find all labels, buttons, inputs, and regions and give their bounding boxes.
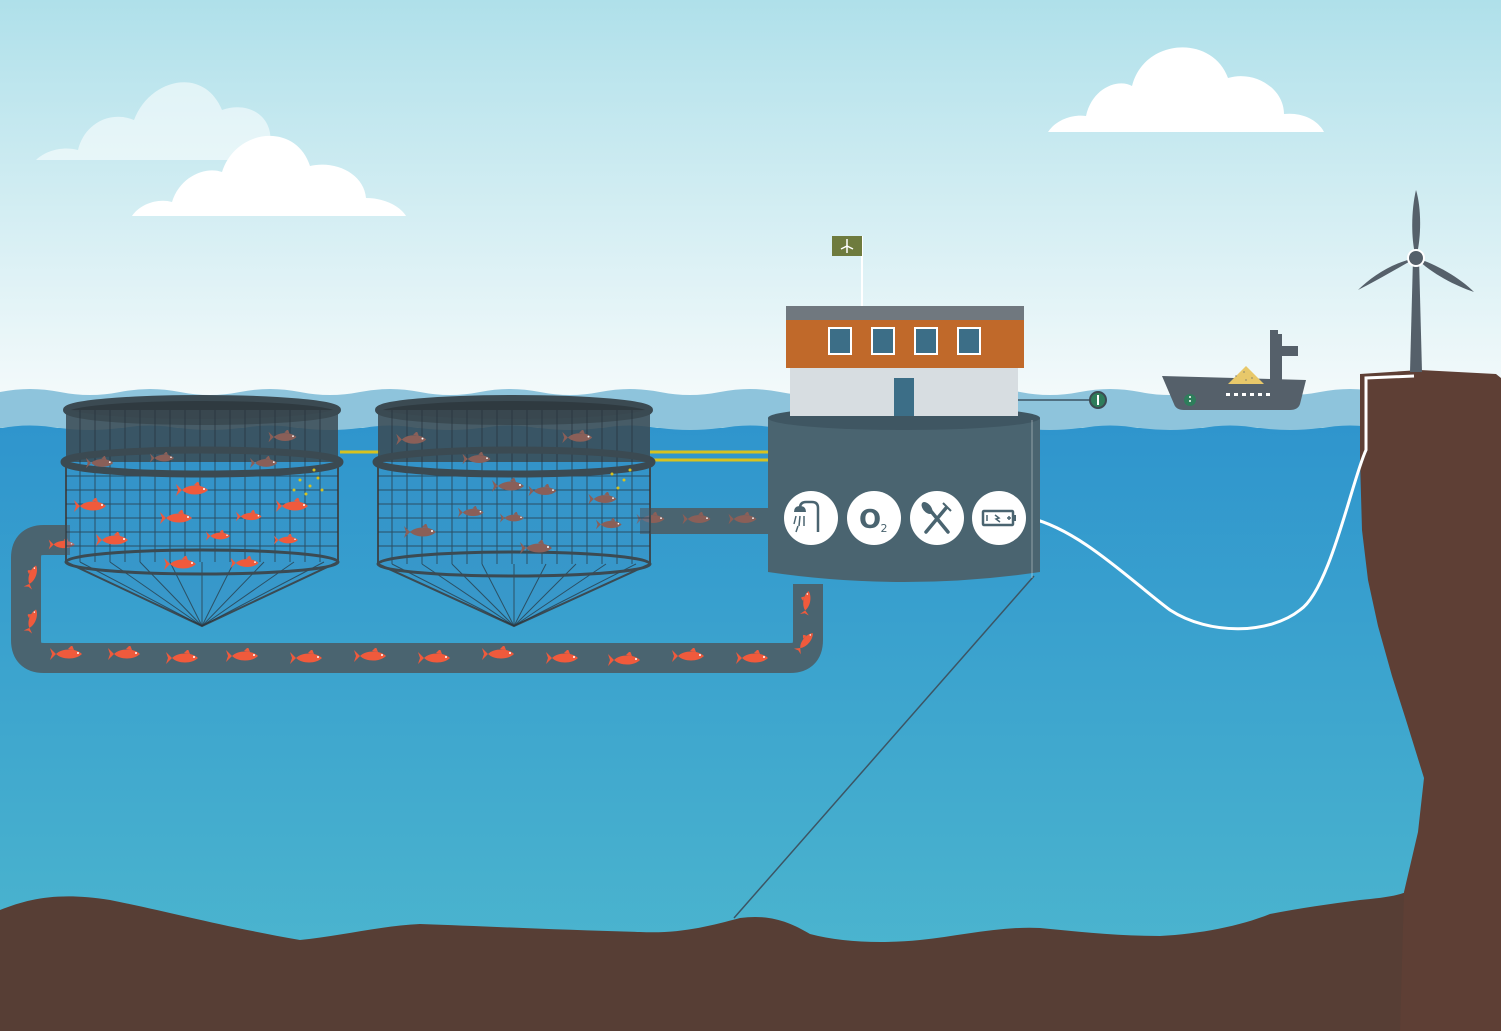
turbine-blade-up [1412,190,1421,258]
flag-turbine-icon [840,239,854,253]
turbine-blade-left [1358,258,1416,290]
oxygen-icon: O 2 [847,491,901,545]
turbine-hub [1407,249,1425,267]
feed-barge [1162,330,1306,410]
window [871,327,895,355]
platform-building [786,236,1024,416]
cloud-right [1048,47,1324,133]
turbine-tower [1410,258,1422,372]
window [914,327,938,355]
cliff [1360,370,1501,1031]
feed-pellets-left [292,468,324,496]
oxygen-label: O [859,505,881,535]
feeding-platform [768,236,1107,582]
window [957,327,981,355]
power-cable [1029,374,1415,631]
waves [0,389,1501,430]
turbine-blade-right [1416,258,1474,292]
fish-transport-pipe [11,508,823,673]
cloud-left-back [36,82,304,160]
feed-pellets-right [610,468,632,490]
oxygen-subscript: 2 [881,522,888,535]
window [828,327,852,355]
fish-cage-right [372,395,656,628]
seabed [0,890,1501,1031]
fish-cage-left [60,395,344,628]
feeding-icon [910,491,964,545]
platform-icons: O 2 [784,491,1026,545]
mooring-line [733,575,1035,919]
battery-icon [972,491,1026,545]
shower-icon [784,491,838,545]
cloud-left-front [132,135,406,216]
wind-turbine [1358,190,1474,372]
clouds [36,47,1324,216]
